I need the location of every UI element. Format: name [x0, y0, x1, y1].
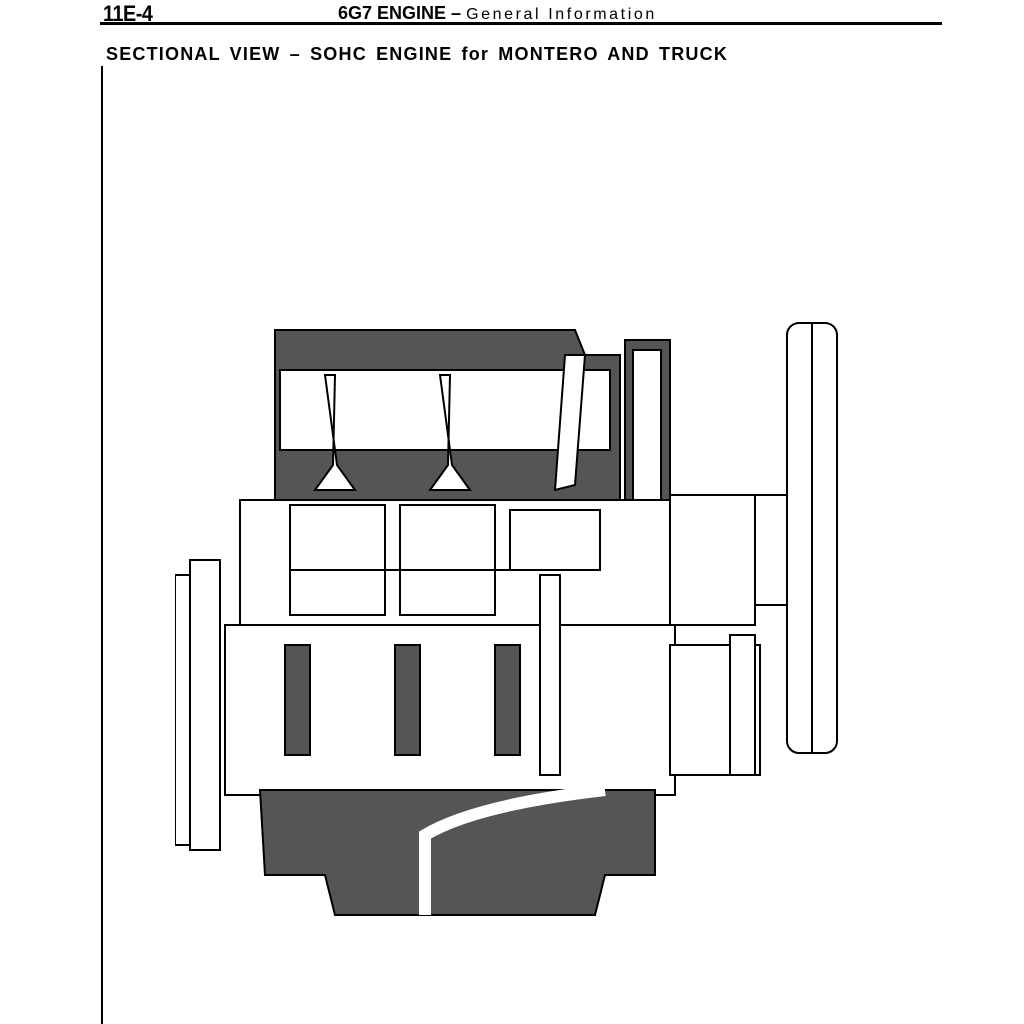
valves: [313, 354, 587, 492]
water-pump: [669, 494, 756, 626]
page-number: 11E-4: [103, 1, 153, 26]
chapter-title: 6G7 ENGINE –: [338, 3, 462, 23]
engine-sectional-illustration: [175, 322, 838, 916]
oil-pickup: [419, 784, 606, 915]
chapter-subtitle: General Information: [466, 6, 657, 23]
section-title: SECTIONAL VIEW – SOHC ENGINE for MONTERO…: [106, 44, 729, 64]
oil-pan: [258, 789, 656, 916]
header-rule: [100, 22, 942, 25]
fan-hub: [754, 494, 791, 606]
margin-line: [101, 66, 103, 1024]
flywheel: [189, 559, 221, 851]
connecting-rods: [284, 574, 561, 776]
header-title: 6G7 ENGINE – General Information: [338, 3, 657, 24]
pulley-v: [729, 634, 756, 776]
pistons: [289, 504, 601, 616]
